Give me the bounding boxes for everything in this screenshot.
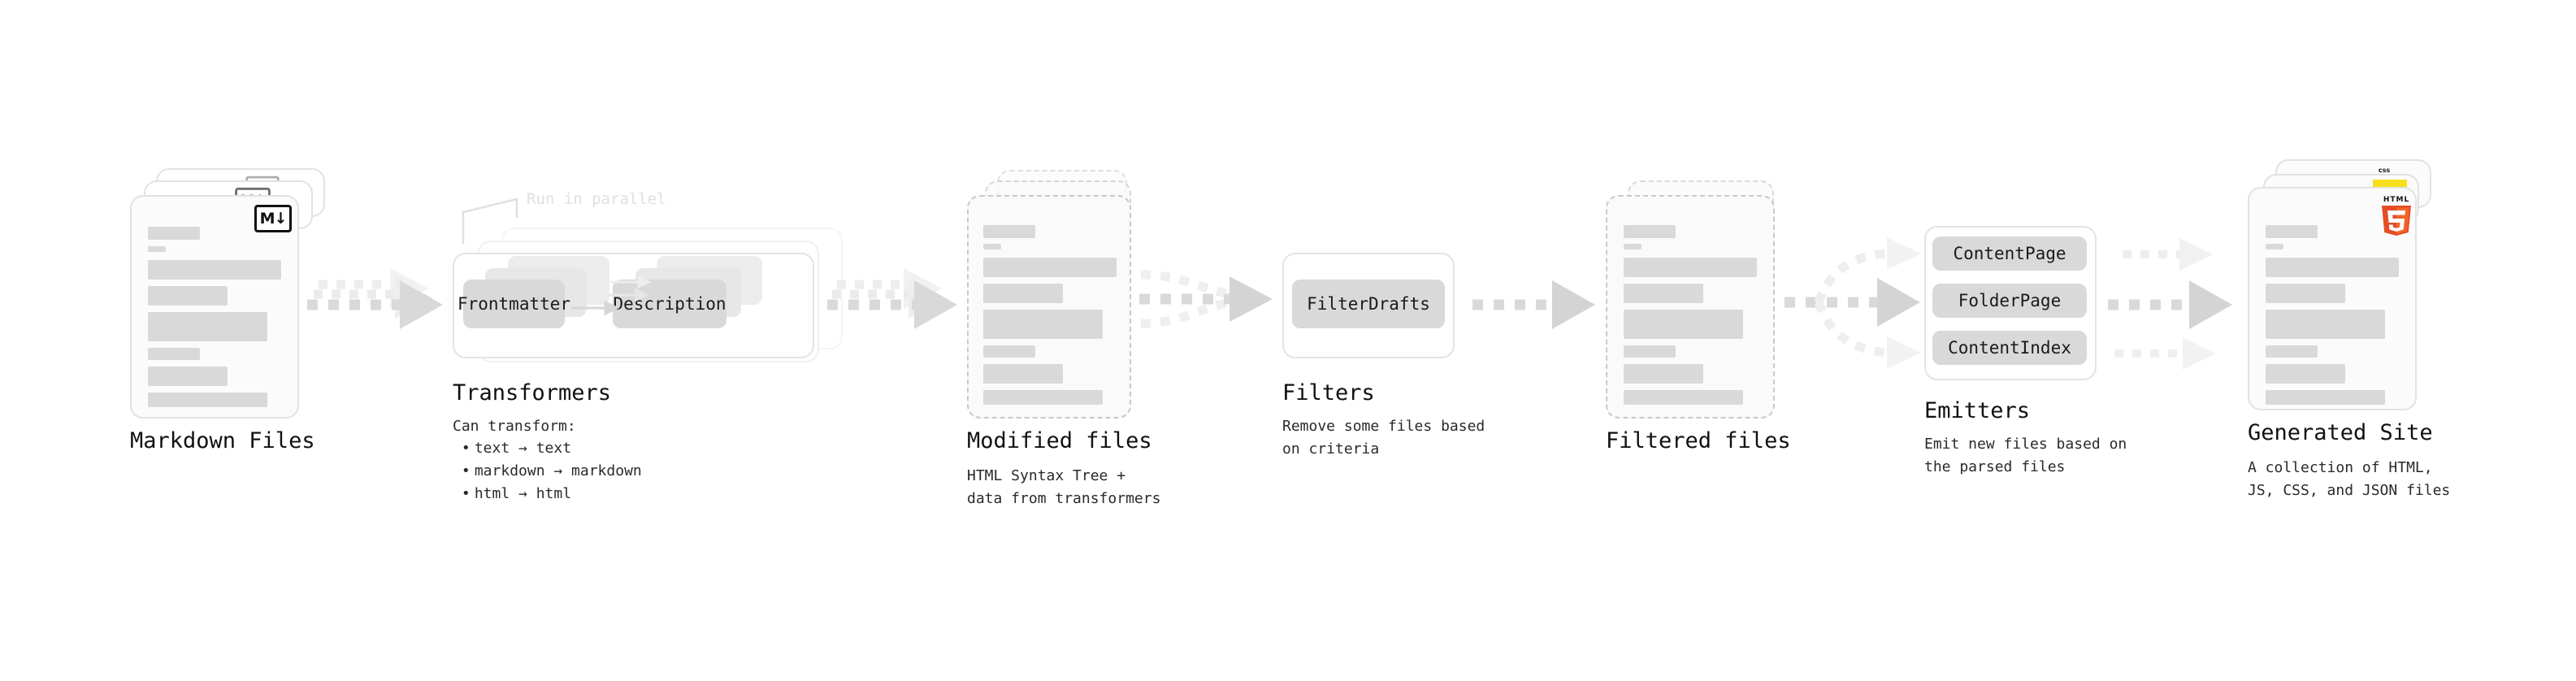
text-bar [148, 286, 228, 306]
text-bar [2266, 364, 2345, 384]
filtered-file-card-front [1606, 195, 1775, 419]
text-bar [983, 310, 1103, 339]
text-bar [1624, 225, 1676, 238]
caption-markdown-files: Markdown Files [130, 428, 315, 453]
text-bar [1624, 284, 1703, 303]
bullet-text: markdown → markdown [474, 462, 642, 479]
html5-badge: HTML [2378, 193, 2415, 236]
text-bar [983, 244, 1001, 249]
text-bar [983, 284, 1063, 303]
text-bar [1624, 244, 1641, 249]
svg-text:HTML: HTML [2383, 196, 2409, 204]
emitter-chip-contentpage[interactable]: ContentPage [1932, 236, 2087, 271]
text-bar [148, 227, 200, 240]
list-item: • text → text [453, 440, 572, 457]
caption-modified-files: Modified files [967, 428, 1152, 453]
text-bar [2266, 244, 2283, 249]
filter-chip-filterdrafts[interactable]: FilterDrafts [1292, 280, 1445, 328]
html5-icon: HTML [2382, 196, 2411, 236]
caption-filtered-files: Filtered files [1606, 428, 1791, 453]
description-generated-site: A collection of HTML, JS, CSS, and JSON … [2248, 459, 2451, 499]
markdown-badge-front: M↓ [254, 205, 292, 232]
emitter-chip-folderpage[interactable]: FolderPage [1932, 284, 2087, 318]
text-bar [983, 258, 1117, 277]
bullet-text: text → text [474, 440, 572, 457]
list-item: • markdown → markdown [453, 462, 642, 479]
modified-file-card-front [967, 195, 1131, 419]
text-bar [148, 260, 281, 280]
bullet-text: html → html [474, 484, 572, 502]
text-bar [148, 367, 228, 386]
description-transformers: Can transform: [453, 418, 576, 435]
text-bar [983, 225, 1035, 238]
description-filters: Remove some files based on criteria [1282, 418, 1485, 458]
text-bar [2266, 258, 2399, 277]
text-bar [148, 393, 267, 407]
text-bar [2266, 310, 2385, 339]
caption-generated-site: Generated Site [2248, 420, 2433, 445]
text-bar [983, 345, 1035, 358]
text-bar [2266, 225, 2318, 238]
label-run-in-parallel: Run in parallel [527, 190, 666, 208]
text-bar [1624, 390, 1743, 405]
text-bar [1624, 310, 1743, 339]
caption-emitters: Emitters [1924, 398, 2031, 423]
transformers-bullet-list: • text → text • markdown → markdown • ht… [453, 437, 642, 505]
text-bar [2266, 284, 2345, 303]
text-bar [983, 364, 1063, 384]
text-bar [1624, 258, 1757, 277]
text-bar [148, 246, 166, 252]
text-bar [1624, 345, 1676, 358]
transformer-chip-description[interactable]: Description [613, 280, 726, 328]
svg-text:css: css [2379, 167, 2391, 174]
text-bar [148, 348, 200, 360]
text-bar [1624, 364, 1703, 384]
text-bar [2266, 390, 2385, 405]
caption-filters: Filters [1282, 380, 1375, 406]
transformer-chip-frontmatter[interactable]: Frontmatter [458, 280, 570, 328]
text-bar [148, 312, 267, 341]
text-bar [2266, 345, 2318, 358]
description-modified-files: HTML Syntax Tree + data from transformer… [967, 467, 1161, 507]
text-bar [983, 390, 1103, 405]
caption-transformers: Transformers [453, 380, 612, 406]
emitter-chip-contentindex[interactable]: ContentIndex [1932, 331, 2087, 365]
description-emitters: Emit new files based on the parsed files [1924, 436, 2127, 475]
list-item: • html → html [453, 484, 572, 502]
